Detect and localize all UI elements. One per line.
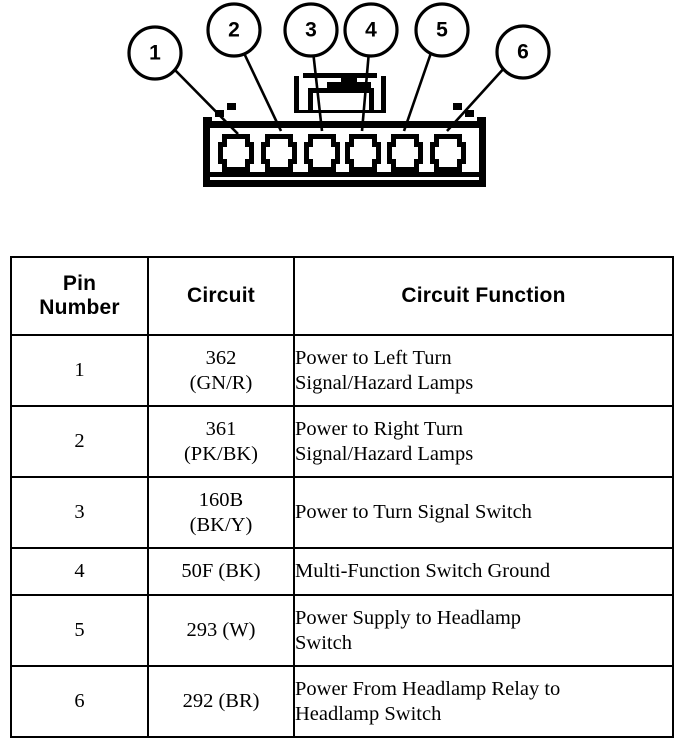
- circuit-line1: 293 (W): [186, 619, 256, 642]
- pin-cavity-1: [218, 134, 254, 172]
- circuit-line1: 50F (BK): [181, 560, 261, 583]
- function-line1: Power From Headlamp Relay to: [295, 678, 561, 701]
- circuit-line1: 362: [205, 347, 237, 370]
- function-line1: Power Supply to Headlamp: [295, 607, 522, 630]
- function-line2: Signal/Hazard Lamps: [295, 442, 474, 465]
- function-line1: Power to Turn Signal Switch: [295, 501, 532, 524]
- cell-pin-number: 2: [10, 405, 149, 478]
- table-row: 6 292 (BR) Power From Headlamp Relay to …: [10, 665, 674, 738]
- column-header-circuit: Circuit: [147, 256, 295, 336]
- callout-1-label: 1: [149, 42, 161, 65]
- pin-cavities: [218, 134, 466, 172]
- cell-pin-number: 5: [10, 594, 149, 667]
- callout-5-label: 5: [436, 19, 448, 42]
- column-header-pin-number: Pin Number: [10, 256, 149, 336]
- callout-4-label: 4: [365, 19, 377, 42]
- callout-6-label: 6: [517, 41, 529, 64]
- cell-circuit: 361 (PK/BK): [147, 405, 295, 478]
- connector-diagram-svg: 1 2 3 4 5 6: [127, 2, 551, 187]
- callout-3: 3: [283, 2, 339, 58]
- connector-housing: [203, 73, 486, 187]
- leader-line-6: [446, 65, 507, 132]
- pin-number-header-line1: Pin: [62, 272, 97, 296]
- table-row: 3 160B (BK/Y) Power to Turn Signal Switc…: [10, 476, 674, 549]
- function-line1: Power to Left Turn: [295, 347, 452, 370]
- function-line1: Multi-Function Switch Ground: [295, 560, 551, 583]
- cell-circuit-function: Power to Right Turn Signal/Hazard Lamps: [293, 405, 674, 478]
- pin-table-container: Pin Number Circuit Circuit Function 1 36…: [10, 256, 674, 738]
- table-row: 5 293 (W) Power Supply to Headlamp Switc…: [10, 594, 674, 667]
- housing-outline: [203, 121, 486, 187]
- pin-cavity-2: [261, 134, 297, 172]
- callout-4: 4: [343, 2, 399, 58]
- column-header-circuit-function: Circuit Function: [293, 256, 674, 336]
- table-row: 1 362 (GN/R) Power to Left Turn Signal/H…: [10, 334, 674, 407]
- function-line2: Headlamp Switch: [295, 702, 442, 725]
- callout-circles: 1 2 3 4 5 6: [127, 2, 551, 81]
- table-body: 1 362 (GN/R) Power to Left Turn Signal/H…: [10, 334, 674, 738]
- pin-cavity-4: [345, 134, 381, 172]
- cell-circuit-function: Power From Headlamp Relay to Headlamp Sw…: [293, 665, 674, 738]
- leader-line-2: [241, 50, 283, 132]
- cell-circuit-function: Power to Left Turn Signal/Hazard Lamps: [293, 334, 674, 407]
- connector-diagram: 1 2 3 4 5 6: [0, 0, 688, 240]
- callout-3-label: 3: [305, 19, 317, 42]
- cell-circuit: 160B (BK/Y): [147, 476, 295, 549]
- cell-pin-number: 6: [10, 665, 149, 738]
- cell-circuit-function: Power to Turn Signal Switch: [293, 476, 674, 549]
- table-row: 2 361 (PK/BK) Power to Right Turn Signal…: [10, 405, 674, 478]
- cell-circuit-function: Multi-Function Switch Ground: [293, 547, 674, 596]
- leader-line-5: [402, 49, 434, 132]
- callout-2-label: 2: [228, 19, 240, 42]
- table-row: 4 50F (BK) Multi-Function Switch Ground: [10, 547, 674, 596]
- cell-circuit: 362 (GN/R): [147, 334, 295, 407]
- pin-number-header-line2: Number: [39, 296, 120, 319]
- table-header: Pin Number Circuit Circuit Function: [10, 256, 674, 336]
- housing-top-rail: [203, 121, 486, 128]
- callout-5: 5: [414, 2, 470, 58]
- cell-pin-number: 3: [10, 476, 149, 549]
- function-line1: Power to Right Turn: [295, 418, 464, 441]
- cell-circuit: 50F (BK): [147, 547, 295, 596]
- housing-bottom-flange: [203, 172, 486, 177]
- latch-tab: [294, 73, 386, 113]
- cell-circuit: 293 (W): [147, 594, 295, 667]
- pin-cavity-6: [430, 134, 466, 172]
- pin-cavity-5: [387, 134, 423, 172]
- cell-pin-number: 1: [10, 334, 149, 407]
- pin-assignment-table: Pin Number Circuit Circuit Function 1 36…: [10, 256, 674, 738]
- circuit-line2: (BK/Y): [189, 513, 253, 536]
- pin-cavity-3: [304, 134, 340, 172]
- circuit-line2: (GN/R): [189, 371, 253, 394]
- callout-2: 2: [206, 2, 262, 58]
- cell-pin-number: 4: [10, 547, 149, 596]
- header-row: Pin Number Circuit Circuit Function: [10, 256, 674, 336]
- function-line2: Switch: [295, 631, 352, 654]
- cell-circuit-function: Power Supply to Headlamp Switch: [293, 594, 674, 667]
- circuit-line1: 292 (BR): [182, 690, 260, 713]
- cell-circuit: 292 (BR): [147, 665, 295, 738]
- circuit-line1: 160B: [198, 489, 244, 512]
- circuit-line2: (PK/BK): [183, 442, 259, 465]
- function-line2: Signal/Hazard Lamps: [295, 371, 474, 394]
- callout-6: 6: [495, 24, 551, 80]
- callout-1: 1: [127, 25, 183, 81]
- circuit-line1: 361: [205, 418, 237, 441]
